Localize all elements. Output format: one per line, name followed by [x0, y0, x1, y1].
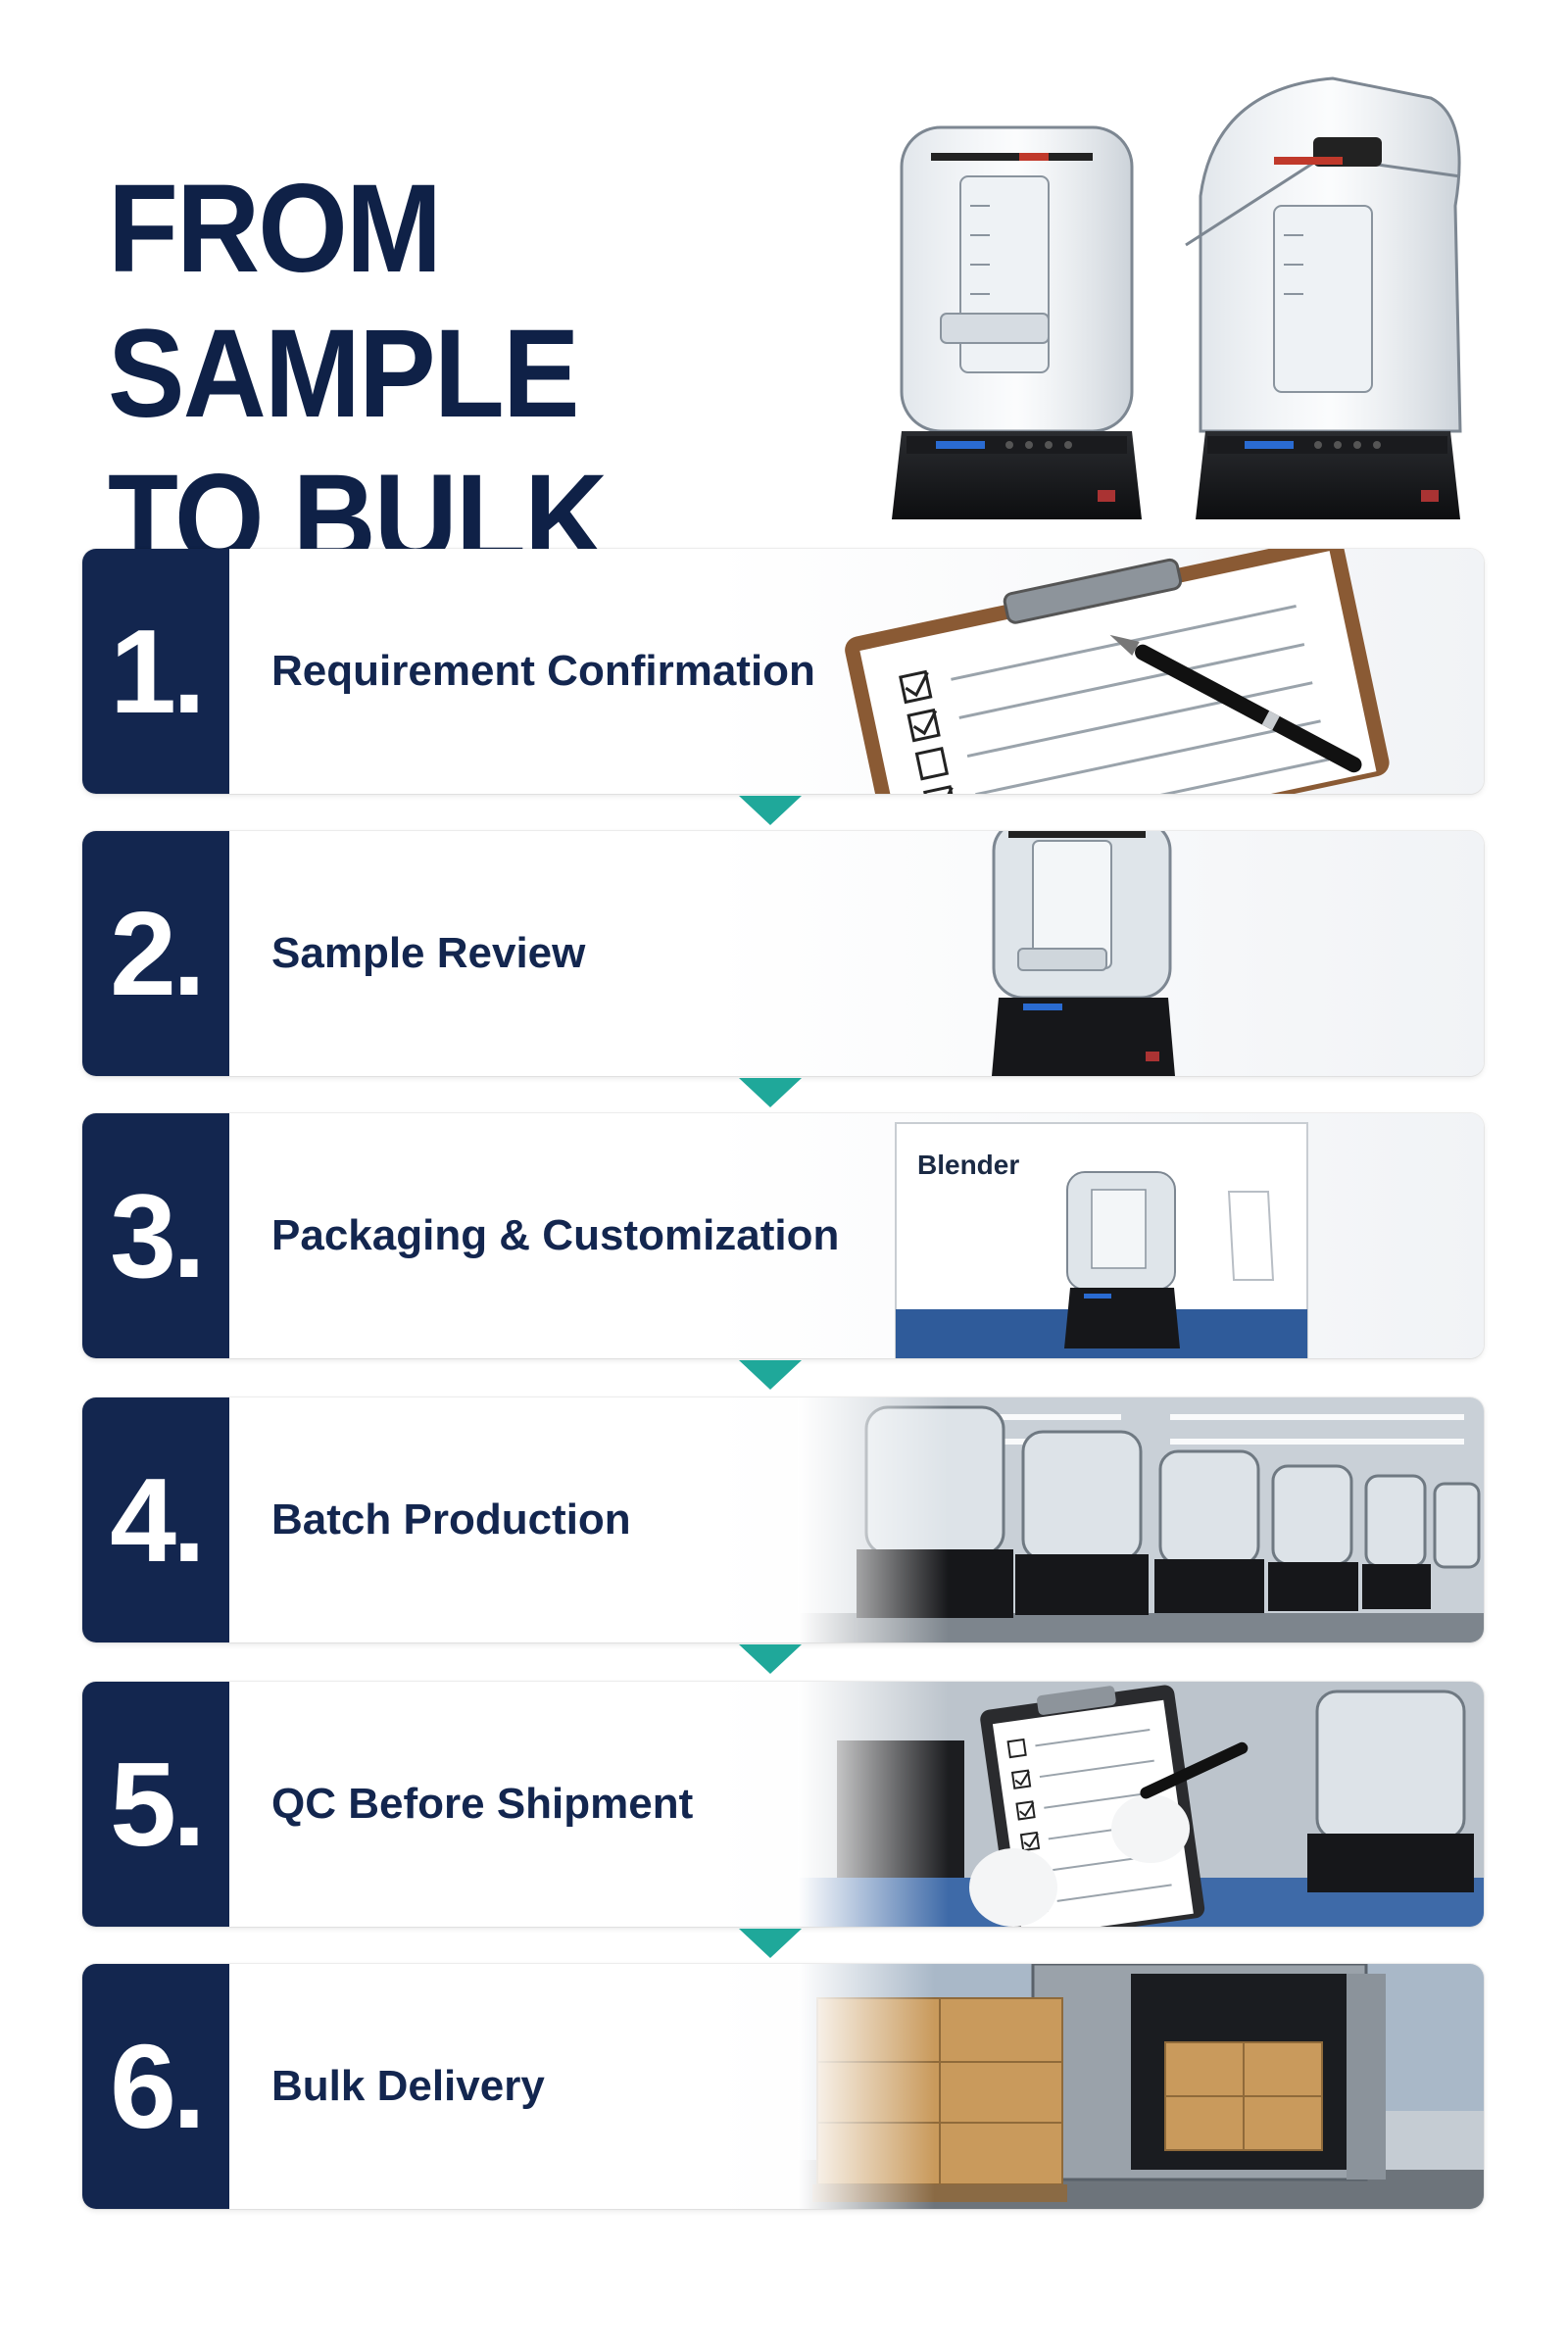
step-1-number: 1.	[110, 605, 206, 738]
step-1-number-block: 1.	[82, 549, 229, 794]
step-2-label: Sample Review	[271, 929, 586, 977]
flow-arrow-3	[739, 1360, 802, 1390]
step-2-number-block: 2.	[82, 831, 229, 1076]
step-4-number-block: 4.	[82, 1397, 229, 1642]
step-4-label: Batch Production	[271, 1495, 631, 1544]
step-6-label: Bulk Delivery	[271, 2062, 545, 2110]
step-2-number: 2.	[110, 887, 206, 1020]
step-3-card: 3. Packaging & Customization Blender	[82, 1113, 1484, 1358]
step-6-card: 6. Bulk Delivery	[82, 1964, 1484, 2209]
step-6-number: 6.	[110, 2020, 206, 2153]
flow-arrow-2	[739, 1078, 802, 1107]
product-box-icon: Blender	[895, 1122, 1308, 1358]
flow-arrow-5	[739, 1929, 802, 1958]
step-1-label: Requirement Confirmation	[271, 647, 815, 695]
step-4-card: 4. Batch Production	[82, 1397, 1484, 1642]
step-5-number: 5.	[110, 1738, 206, 1871]
flow-arrow-1	[739, 796, 802, 825]
blender-icon	[992, 831, 1175, 1076]
step-2-card: 2. Sample Review	[82, 831, 1484, 1076]
hero-blenders-image	[892, 76, 1462, 519]
step-5-label: QC Before Shipment	[271, 1780, 694, 1828]
step-5-number-block: 5.	[82, 1682, 229, 1927]
step-5-card: 5. QC Before Shipment	[82, 1682, 1484, 1927]
qc-inspection-icon	[798, 1682, 1484, 1927]
step-4-number: 4.	[110, 1453, 206, 1587]
step-1-card: 1. Requirement Confirmation	[82, 549, 1484, 794]
step-6-number-block: 6.	[82, 1964, 229, 2209]
flow-arrow-4	[739, 1644, 802, 1674]
clipboard-checklist-icon	[845, 549, 1390, 794]
box-brand-text: Blender	[917, 1150, 1019, 1180]
step-3-number-block: 3.	[82, 1113, 229, 1358]
production-line-icon	[798, 1397, 1484, 1642]
step-3-number: 3.	[110, 1169, 206, 1302]
step-3-label: Packaging & Customization	[271, 1211, 840, 1259]
title-line-1: FROM SAMPLE	[108, 159, 580, 444]
delivery-truck-icon	[798, 1964, 1484, 2209]
